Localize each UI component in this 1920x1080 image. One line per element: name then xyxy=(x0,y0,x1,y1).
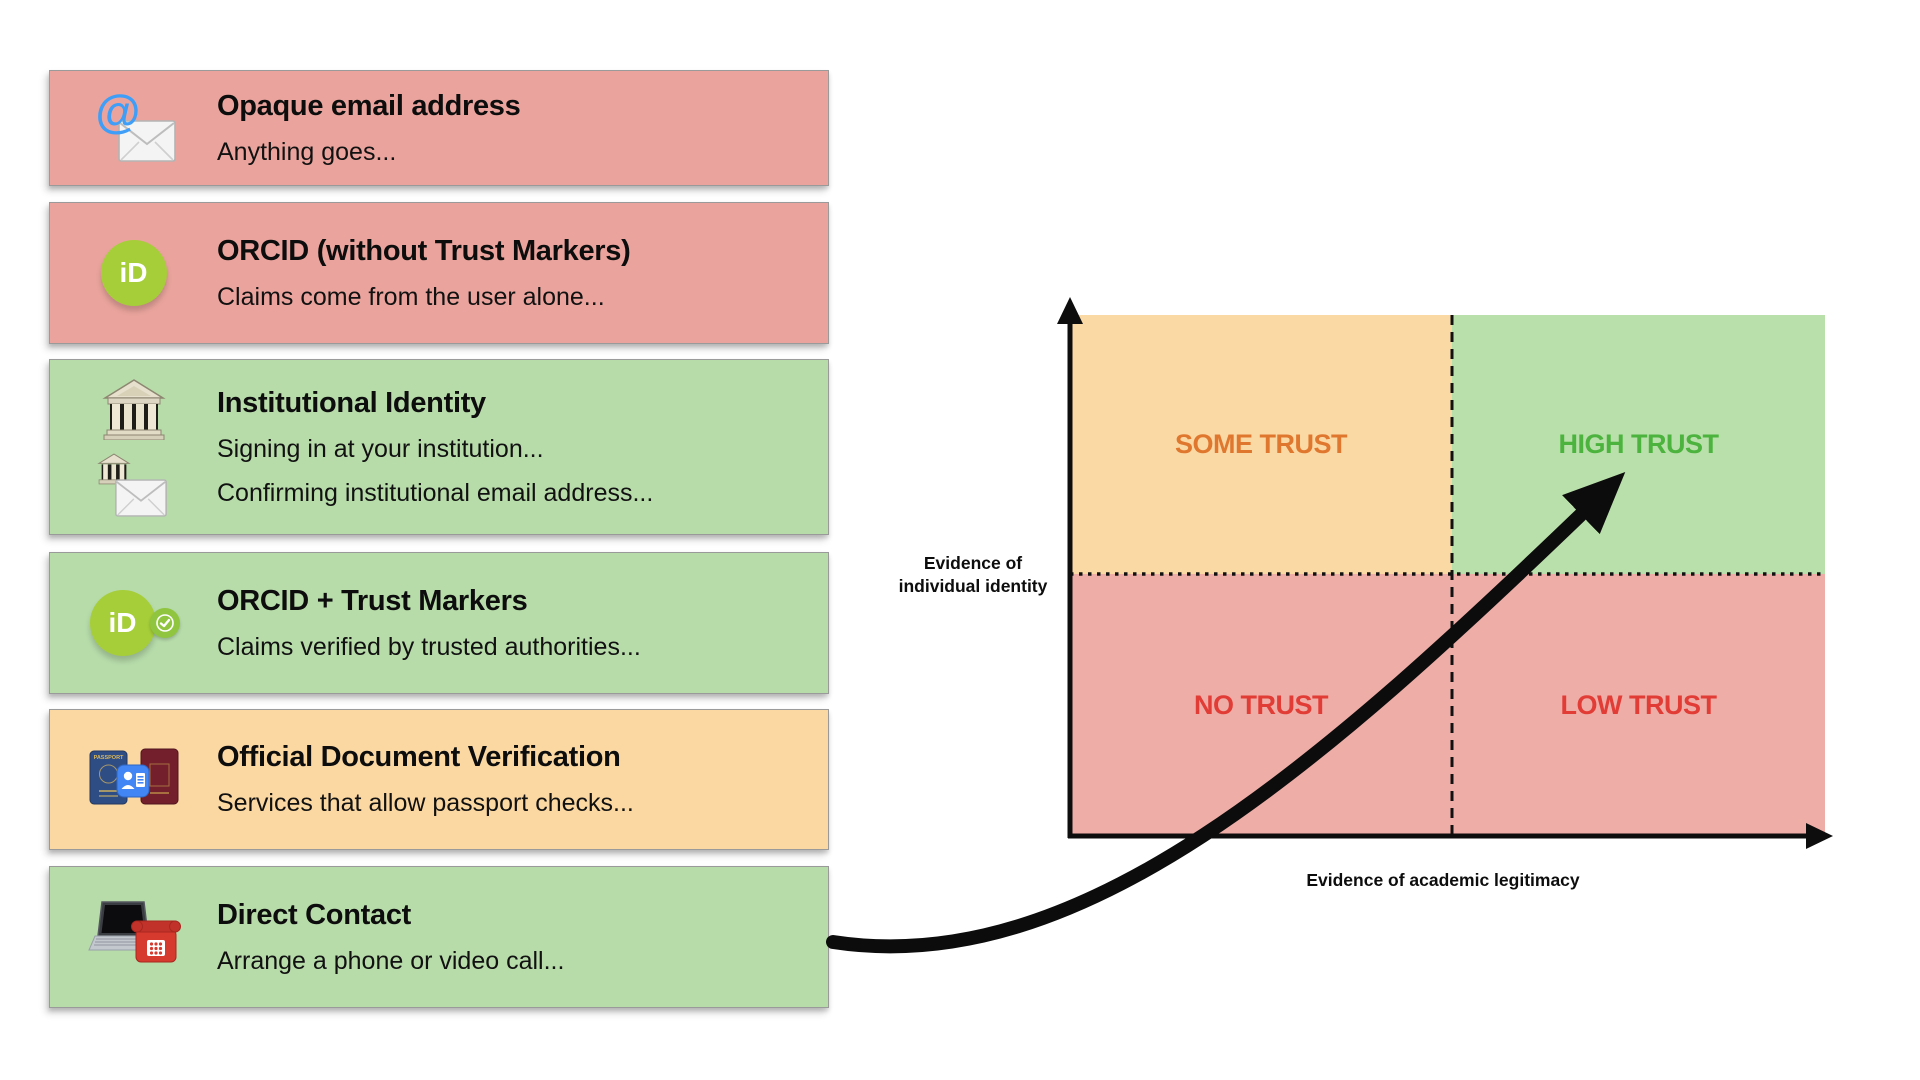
method-card-document-verification: PASSPORT Official Documen xyxy=(49,709,829,850)
y-axis-label: Evidence of individual identity xyxy=(873,552,1073,598)
card-line: Services that allow passport checks... xyxy=(217,789,634,817)
method-card-opaque-email: @ Opaque email address Anything goes... xyxy=(49,70,829,186)
card-title: Opaque email address xyxy=(217,89,521,122)
quadrant-label: HIGH TRUST xyxy=(1558,429,1720,459)
at-envelope-icon: @ xyxy=(88,85,180,164)
svg-text:PASSPORT: PASSPORT xyxy=(93,755,123,761)
method-card-orcid-no-markers: iD ORCID (without Trust Markers) Claims … xyxy=(49,202,829,344)
method-card-orcid-trust-markers: iD ORCID + Trust Markers Claims verified… xyxy=(49,552,829,694)
card-line: Confirming institutional email address..… xyxy=(217,478,654,507)
card-title: ORCID + Trust Markers xyxy=(217,584,528,617)
quadrant-some-trust: SOME TRUST xyxy=(1070,315,1452,574)
card-line: Signing in at your institution... xyxy=(217,434,544,463)
card-title: Official Document Verification xyxy=(217,741,621,773)
orcid-icon: iD xyxy=(89,590,156,656)
quadrant-no-trust: NO TRUST xyxy=(1070,574,1452,836)
institution-icon xyxy=(101,378,167,445)
quadrant-label: LOW TRUST xyxy=(1560,689,1717,720)
quadrant-high-trust: HIGH TRUST xyxy=(1452,315,1825,574)
check-badge-icon xyxy=(149,608,180,638)
card-title: ORCID (without Trust Markers) xyxy=(217,234,631,267)
orcid-icon: iD xyxy=(100,240,167,306)
card-line: Anything goes... xyxy=(217,137,397,166)
card-title: Direct Contact xyxy=(217,898,411,931)
method-card-direct-contact: Direct Contact Arrange a phone or video … xyxy=(49,866,829,1008)
quadrant-low-trust: LOW TRUST xyxy=(1452,574,1825,836)
x-axis-label: Evidence of academic legitimacy xyxy=(1306,870,1580,890)
quadrant-label: NO TRUST xyxy=(1194,689,1329,720)
at-glyph: @ xyxy=(95,85,141,137)
card-line: Arrange a phone or video call... xyxy=(217,946,565,975)
passport-check-icon: PASSPORT xyxy=(87,744,181,815)
orcid-check-icon: iD xyxy=(84,590,184,656)
quadrant-label: SOME TRUST xyxy=(1174,429,1348,459)
y-axis-label-line1: Evidence of xyxy=(923,553,1023,573)
y-axis-label-line2: individual identity xyxy=(898,575,1048,596)
card-title: Institutional Identity xyxy=(217,386,486,419)
card-line: Claims come from the user alone... xyxy=(217,282,605,311)
method-card-institutional-identity: Institutional Identity Signing in at you… xyxy=(49,359,829,535)
card-line: Claims verified by trusted authorities..… xyxy=(217,632,641,661)
laptop-phone-icon xyxy=(86,900,182,975)
institution-envelope-icon xyxy=(96,452,171,517)
